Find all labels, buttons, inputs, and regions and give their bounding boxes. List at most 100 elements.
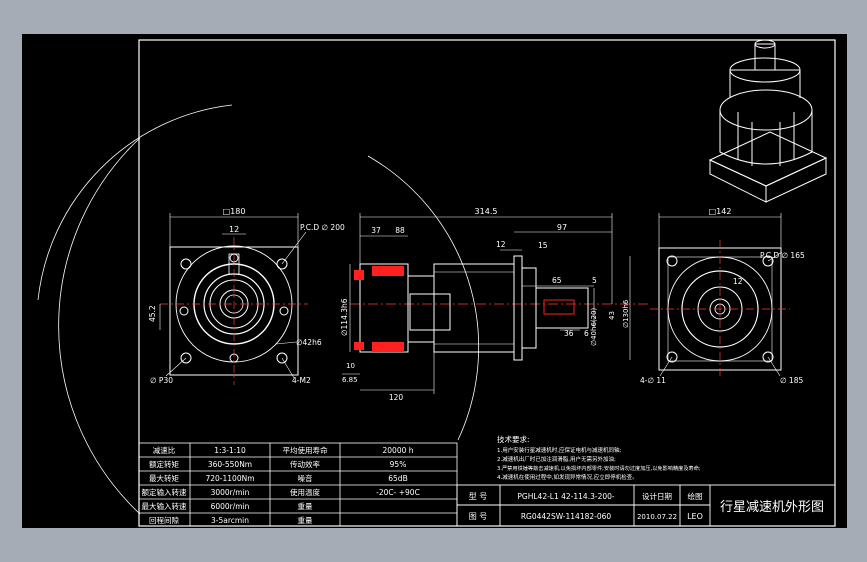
- spec-r3-c0: 额定输入转速: [142, 487, 187, 497]
- title-date-label: 设计日期: [642, 491, 672, 501]
- iso-body: [719, 110, 813, 165]
- spec-r3-c3: -20C- +90C: [376, 488, 420, 497]
- iso-shaft-top: [754, 39, 776, 49]
- front-dim-outer: ∅ P30: [150, 376, 173, 385]
- note-line-4: 4.减速机在使用过程中,如发现异常情况,应立即停机检查。: [497, 473, 638, 481]
- side-bolt-top: [354, 270, 364, 280]
- front-dim-width: □180: [223, 207, 246, 216]
- side-dim-g: 36: [564, 329, 574, 338]
- front-dim-bore: ∅42h6: [296, 338, 322, 347]
- note-line-3: 3.严禁用铁锤等敲击减速机,以免损坏内部零件;安装时请勿过度加压,以免影响精度及…: [497, 464, 701, 472]
- drawing-title: 行星减速机外形图: [720, 500, 824, 515]
- side-input-shaft: [409, 293, 451, 331]
- spec-r0-c3: 20000 h: [383, 446, 414, 455]
- title-block-text: 型 号 PGHL42-L1 42-114.3-200- 图 号 RG0442SW…: [469, 491, 824, 521]
- iso-flange-right: [765, 157, 827, 203]
- iso-shaft: [754, 43, 776, 71]
- arc-large-top: [37, 104, 233, 301]
- side-neck: [407, 275, 435, 343]
- title-code-label: 图 号: [469, 512, 488, 521]
- front-dim-side: 45.2: [148, 305, 157, 322]
- right-hole-tl: [666, 255, 678, 267]
- front-pcd-label: P.C.D ∅ 200: [300, 223, 345, 232]
- spec-r1-c2: 传动效率: [290, 459, 320, 469]
- front-flange-square: [169, 246, 299, 376]
- right-dim-width: □142: [709, 207, 732, 216]
- side-dim-a: 37: [371, 226, 381, 235]
- spec-r2-c2: 噪音: [298, 473, 313, 483]
- spec-r2-c0: 最大转矩: [149, 473, 179, 483]
- front-hole-bl: [180, 352, 192, 364]
- right-hole-bl: [666, 351, 678, 363]
- side-dim-ring-a: ∅114.3h6: [340, 298, 349, 336]
- right-dim-outer: ∅ 185: [780, 376, 803, 385]
- spec-r1-c0: 额定转矩: [149, 459, 179, 469]
- side-dim-shaft-len: 97: [557, 223, 567, 232]
- front-hole-tr: [276, 258, 288, 270]
- spec-r4-c0: 最大输入转速: [142, 501, 187, 511]
- note-line-1: 1.用户安装行星减速机时,应保证电机与减速机同轴;: [497, 446, 621, 454]
- title-date-value: 2010.07.22: [637, 513, 677, 521]
- side-dim-b: 88: [395, 226, 405, 235]
- front-view: □180 12 P.C.D ∅ 200 45.2 ∅42h6 ∅ P30 4-M…: [148, 207, 345, 385]
- side-dim-shaft-b: 43: [608, 311, 616, 320]
- isometric-view: [708, 39, 828, 203]
- right-dim-small: 12: [733, 277, 743, 286]
- spec-table-text: 减速比 1:3-1:10 平均使用寿命 20000 h 额定转矩 360-550…: [142, 445, 420, 525]
- front-dim-small: 12: [229, 225, 239, 234]
- spec-r4-c2: 重量: [298, 502, 313, 511]
- iso-upper-top: [729, 57, 801, 83]
- front-hole-l: [179, 306, 189, 316]
- title-draw-label: 绘图: [688, 491, 703, 501]
- front-key: [228, 253, 240, 275]
- right-view: □142 12 P.C.D ∅ 165 4-∅ 11 ∅ 185: [640, 207, 805, 385]
- title-code-value: RG0442SW-114182-060: [521, 512, 612, 521]
- side-dim-shaft-c: ∅130h6: [622, 299, 630, 328]
- spec-r2-c1: 720-1100Nm: [205, 474, 254, 483]
- arc-large-left: [58, 137, 141, 515]
- spec-r0-c2: 平均使用寿命: [283, 445, 328, 455]
- note-line-2: 2.减速机出厂时已加注润滑脂,用户无需另外加油;: [497, 455, 616, 463]
- spec-r5-c2: 重量: [298, 516, 313, 525]
- side-dim-d: 15: [538, 241, 548, 250]
- spec-r0-c1: 1:3-1:10: [214, 446, 246, 455]
- title-block: [456, 484, 836, 527]
- spec-r3-c2: 使用温度: [290, 487, 320, 497]
- iso-flange-left: [709, 159, 767, 203]
- side-output-shaft: [535, 287, 589, 329]
- side-dim-shaft-a: ∅40h6(20): [590, 307, 598, 346]
- side-body: [433, 263, 515, 353]
- side-hatch-top: [372, 266, 404, 276]
- side-dim-c: 12: [496, 240, 506, 249]
- title-model-label: 型 号: [469, 492, 488, 501]
- spec-r1-c1: 360-550Nm: [208, 460, 252, 469]
- right-holes-label: 4-∅ 11: [640, 376, 666, 385]
- right-pcd-label: P.C.D ∅ 165: [760, 251, 805, 260]
- arc-large-right: [367, 155, 480, 441]
- right-hole-br: [762, 351, 774, 363]
- front-holes-label: 4-M2: [292, 376, 311, 385]
- side-dim-h: 6: [584, 329, 589, 338]
- side-dim-bottom: 120: [389, 393, 404, 402]
- side-dim-left-a: 10: [346, 362, 355, 370]
- right-hole-tr: [762, 255, 774, 267]
- side-keyway: [543, 299, 575, 315]
- notes-heading: 技术要求:: [497, 434, 530, 444]
- spec-table: [138, 442, 458, 527]
- spec-r5-c1: 3-5arcmin: [211, 516, 249, 525]
- spec-r0-c0: 减速比: [153, 445, 176, 455]
- side-output-hub: [521, 267, 537, 349]
- side-hatch-bottom: [372, 342, 404, 352]
- spec-r3-c1: 3000r/min: [211, 488, 250, 497]
- spec-r2-c3: 65dB: [388, 474, 407, 483]
- side-bolt-bottom: [354, 342, 364, 350]
- side-view: 314.5 97 37 88 12 15 65 5 36 6 ∅114.3h6 …: [340, 207, 650, 402]
- notes-block: 技术要求: 1.用户安装行星减速机时,应保证电机与减速机同轴; 2.减速机出厂时…: [497, 434, 701, 481]
- side-dim-e: 65: [552, 276, 562, 285]
- spec-r1-c3: 95%: [390, 460, 407, 469]
- spec-r5-c0: 回程间隙: [149, 516, 179, 525]
- title-model-value: PGHL42-L1 42-114.3-200-: [517, 492, 614, 501]
- iso-flange-top: [708, 131, 828, 187]
